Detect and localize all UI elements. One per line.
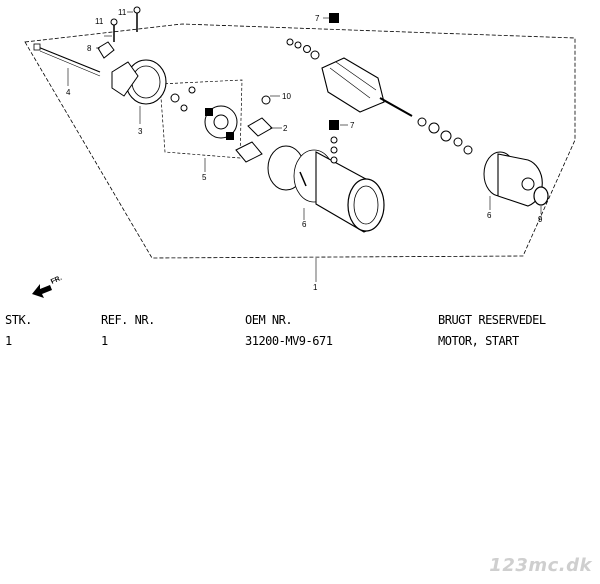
callout-6a: 6 xyxy=(302,220,307,229)
callout-4: 4 xyxy=(66,88,71,97)
brush-set-part xyxy=(235,95,273,163)
row-oem-number: 31200-MV9-671 xyxy=(245,334,333,348)
table-row[interactable]: 1 1 31200-MV9-671 MOTOR, START xyxy=(0,334,600,355)
callout-5: 5 xyxy=(202,173,207,182)
callout-8: 8 xyxy=(87,44,92,53)
brush-holder-part xyxy=(170,86,238,140)
table-header-row: STK. REF. NR. OEM NR. BRUGT RESERVEDEL xyxy=(0,313,600,334)
washers-part xyxy=(417,117,473,155)
header-part-description: BRUGT RESERVEDEL xyxy=(438,313,546,327)
front-direction-arrow-icon xyxy=(32,284,52,298)
callout-10: 10 xyxy=(282,92,291,101)
callout-3: 3 xyxy=(138,127,143,136)
parts-table: STK. REF. NR. OEM NR. BRUGT RESERVEDEL 1… xyxy=(0,313,600,355)
header-qty: STK. xyxy=(5,313,32,327)
exploded-parts-diagram: 1 2 3 4 5 6 6 7 7 8 9 10 11 11 FR. xyxy=(24,6,576,298)
yoke-part xyxy=(267,145,385,233)
front-cover-part xyxy=(483,151,543,207)
through-bolt-part xyxy=(33,43,101,77)
callout-7b: 7 xyxy=(350,121,355,130)
callout-1: 1 xyxy=(313,283,318,292)
callout-7a: 7 xyxy=(315,14,320,23)
brush-holder-outline xyxy=(159,79,243,159)
row-ref-number: 1 xyxy=(101,334,108,348)
leader-lines xyxy=(67,11,542,282)
o-ring-part xyxy=(533,186,549,206)
callout-2: 2 xyxy=(283,124,288,133)
assembly-outline xyxy=(24,23,576,259)
nuts-part xyxy=(329,13,339,164)
armature-part xyxy=(286,38,413,117)
watermark-logo: 123mc.dk xyxy=(489,555,592,576)
rear-cover-part xyxy=(111,59,167,105)
callout-11b: 11 xyxy=(118,8,127,17)
callout-9: 9 xyxy=(538,215,543,224)
header-oem-number: OEM NR. xyxy=(245,313,293,327)
row-part-description: MOTOR, START xyxy=(438,334,519,348)
bolts-part xyxy=(110,6,141,42)
row-qty: 1 xyxy=(5,334,12,348)
header-ref-number: REF. NR. xyxy=(101,313,155,327)
callout-11a: 11 xyxy=(95,17,104,26)
callout-6b: 6 xyxy=(487,211,492,220)
direction-label: FR. xyxy=(50,275,63,286)
bracket-part xyxy=(97,41,115,59)
